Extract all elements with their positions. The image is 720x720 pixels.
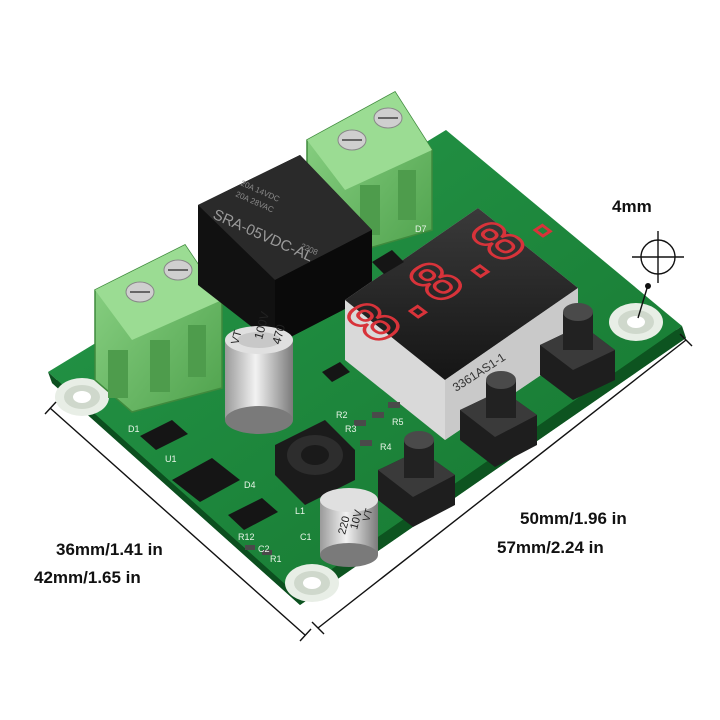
smd-components [140, 250, 404, 555]
terminal-block-left [94, 244, 223, 413]
silkscreen-labels: D1 U1 D4 L1 R1 R2 R3 R4 R5 C1 C2 R12 D7 [128, 224, 427, 564]
silk-r5: R5 [392, 417, 404, 427]
capacitor-small: 220 10V VT [320, 488, 378, 567]
board-width-label: 57mm/2.24 in [497, 538, 604, 557]
hole-pointer-dot [645, 283, 651, 289]
silk-d4: D4 [244, 480, 256, 490]
mounting-hole [285, 564, 339, 602]
push-button [460, 371, 537, 467]
capacitor-small-type: VT [361, 508, 375, 523]
capacitor-large-value: 470 [269, 322, 288, 345]
silk-r2: R2 [336, 410, 348, 420]
push-button [540, 303, 615, 400]
silk-u1: U1 [165, 454, 177, 464]
hole-spacing-depth-label: 36mm/1.41 in [56, 540, 163, 559]
capacitor-large-type: VT [229, 329, 244, 346]
board-depth-label: 42mm/1.65 in [34, 568, 141, 587]
silk-c2: C2 [258, 544, 270, 554]
hole-size-marker [632, 231, 684, 319]
inductor [275, 420, 355, 505]
silk-r12: R12 [238, 532, 255, 542]
dimension-lines [44, 333, 693, 642]
push-button [378, 431, 455, 527]
silk-c1: C1 [300, 532, 312, 542]
silk-r3: R3 [345, 424, 357, 434]
silk-d7: D7 [415, 224, 427, 234]
mounting-holes [55, 303, 663, 602]
mounting-hole-size-label: 4mm [612, 197, 652, 216]
capacitor-large: 100V 470 VT [225, 310, 293, 434]
silk-l1: L1 [295, 506, 305, 516]
mounting-hole [609, 303, 663, 341]
capacitor-small-voltage: 10V [348, 508, 365, 531]
relay: SRA-05VDC-AL 20A 14VDC 20A 28VAC 2208 [198, 155, 372, 345]
mounting-hole [55, 378, 109, 416]
capacitor-small-value: 220 [336, 515, 352, 536]
silk-r1: R1 [270, 554, 282, 564]
hole-spacing-width-label: 50mm/1.96 in [520, 509, 627, 528]
silk-d1: D1 [128, 424, 140, 434]
silk-r4: R4 [380, 442, 392, 452]
